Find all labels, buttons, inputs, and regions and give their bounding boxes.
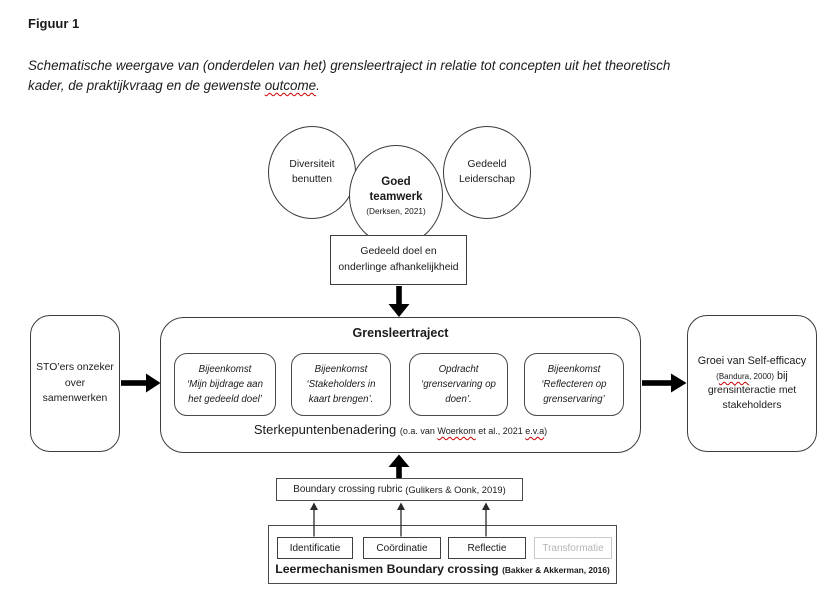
rubric-label: Boundary crossing rubric xyxy=(293,484,406,495)
mechanism-coordinatie-label: Coördinatie xyxy=(376,542,428,554)
circle-goed-teamwerk: Goed teamwerk (Derksen, 2021) xyxy=(349,145,443,246)
mechanisms-container: Identificatie Coördinatie Reflectie Tran… xyxy=(268,525,617,584)
session-bijdrage-label: Bijeenkomst ‘Mijn bijdrage aan het gedee… xyxy=(187,363,263,406)
arrow-traject-to-outcome xyxy=(642,373,687,393)
mechanism-box-coordinatie: Coördinatie xyxy=(363,537,441,559)
outcome-box: Groei van Self-efficacy (Bandura, 2000) … xyxy=(687,315,817,452)
circle-leiderschap-label: Gedeeld Leiderschap xyxy=(458,158,516,185)
grensleertraject-box: Grensleertraject Bijeenkomst ‘Mijn bijdr… xyxy=(160,317,641,453)
mechanisms-citation: (Bakker & Akkerman, 2016) xyxy=(502,565,610,575)
rubric-citation: (Gulikers & Oonk, 2019) xyxy=(405,484,506,495)
circle-teamwerk-title: Goed teamwerk xyxy=(369,176,423,203)
session-reflecteren-label: Bijeenkomst ‘Reflecteren op grenservarin… xyxy=(541,363,607,406)
session-stakeholders-label: Bijeenkomst ‘Stakeholders in kaart breng… xyxy=(306,363,376,406)
caption-misspelled-word: outcome xyxy=(264,78,317,93)
shared-goal-box: Gedeeld doel en onderlinge afhankelijkhe… xyxy=(330,235,467,285)
outcome-citation-rest: , 2000) xyxy=(749,371,774,381)
outcome-citation-open: ( xyxy=(716,371,719,381)
circle-gedeeld-leiderschap: Gedeeld Leiderschap xyxy=(443,126,531,219)
mechanism-box-identificatie: Identificatie xyxy=(277,537,353,559)
mechanism-box-reflectie: Reflectie xyxy=(448,537,526,559)
mechanism-box-transformatie: Transformatie xyxy=(534,537,612,559)
session-box-stakeholders: Bijeenkomst ‘Stakeholders in kaart breng… xyxy=(291,353,391,416)
outcome-rest: grensinteractie met stakeholders xyxy=(707,385,797,411)
session-box-bijdrage: Bijeenkomst ‘Mijn bijdrage aan het gedee… xyxy=(174,353,276,416)
mechanism-transformatie-label: Transformatie xyxy=(542,542,604,554)
session-box-reflecteren: Bijeenkomst ‘Reflecteren op grenservarin… xyxy=(524,353,624,416)
grensleertraject-title: Grensleertraject xyxy=(352,326,449,340)
problem-label: STO’ers onzeker over samenwerken xyxy=(36,362,114,405)
approach-citation-mid: et al., 2021 xyxy=(475,426,526,436)
session-opdracht-label: Opdracht ‘grenservaring op doen’. xyxy=(421,363,496,406)
mechanisms-label: Leermechanismen Boundary crossing xyxy=(275,562,503,576)
rubric-box: Boundary crossing rubric (Gulikers & Oon… xyxy=(276,478,523,501)
outcome-citation-line: (Bandura, 2000) bij xyxy=(716,369,788,384)
problem-box: STO’ers onzeker over samenwerken xyxy=(30,315,120,452)
arrow-rubric-to-traject xyxy=(388,454,410,478)
shared-goal-label: Gedeeld doel en onderlinge afhankelijkhe… xyxy=(338,246,459,273)
approach-citation-woerkom: Woerkom xyxy=(437,426,476,436)
approach-label: Sterkepuntenbenadering xyxy=(253,422,400,437)
approach-citation-eva: e.v.a xyxy=(525,426,545,436)
figure-caption: Schematische weergave van (onderdelen va… xyxy=(28,56,798,96)
circle-diversiteit-benutten: Diversiteit benutten xyxy=(268,126,356,219)
mechanism-identificatie-label: Identificatie xyxy=(289,542,341,554)
arrow-problem-to-traject xyxy=(121,373,161,393)
circle-diversiteit-label: Diversiteit benutten xyxy=(289,158,335,185)
approach-citation-post: ) xyxy=(544,426,548,436)
caption-period: . xyxy=(316,78,320,93)
arrow-teamwork-to-traject xyxy=(388,286,410,317)
outcome-after-citation: bij xyxy=(774,369,788,382)
approach-row: Sterkepuntenbenadering (o.a. van Woerkom… xyxy=(161,421,640,439)
caption-text: Schematische weergave van (onderdelen va… xyxy=(28,58,671,93)
outcome-line1: Groei van Self-efficacy xyxy=(697,354,807,367)
approach-citation: (o.a. van Woerkom et al., 2021 e.v.a) xyxy=(400,426,547,436)
mechanism-reflectie-label: Reflectie xyxy=(467,542,507,554)
circle-teamwerk-citation: (Derksen, 2021) xyxy=(366,205,426,216)
figure-label: Figuur 1 xyxy=(28,16,80,31)
outcome-citation-bandura: Bandura xyxy=(718,371,750,381)
session-box-opdracht: Opdracht ‘grenservaring op doen’. xyxy=(409,353,508,416)
approach-citation-pre: (o.a. van xyxy=(399,426,438,436)
mechanisms-label-row: Leermechanismen Boundary crossing (Bakke… xyxy=(269,560,616,578)
